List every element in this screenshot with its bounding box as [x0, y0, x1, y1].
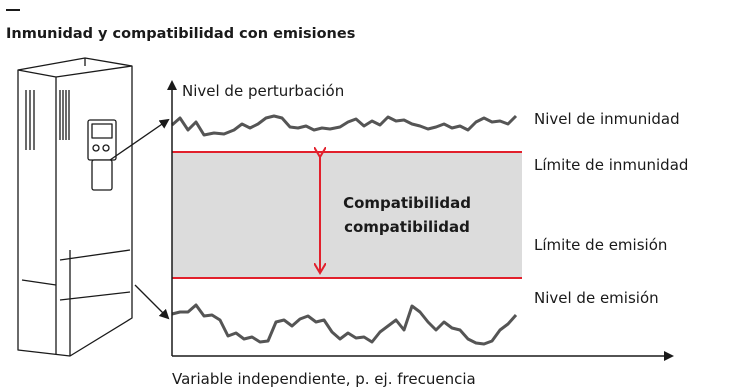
immunity-limit-label: Límite de inmunidad — [534, 156, 688, 174]
y-axis-label: Nivel de perturbación — [182, 82, 344, 100]
immunity-level-label: Nivel de inmunidad — [534, 110, 680, 128]
immunity-level-line — [171, 114, 518, 137]
band-label-line2: compatibilidad — [344, 218, 470, 236]
emission-level-line — [171, 303, 518, 346]
page-title: Inmunidad y compatibilidad con emisiones — [6, 26, 356, 42]
leader-line-emission — [134, 284, 170, 320]
header-accent-bar — [6, 9, 20, 11]
drive-cabinet-illustration — [17, 57, 133, 357]
band-label-line1: Compatibilidad — [343, 194, 471, 212]
emission-limit-label: Límite de emisión — [534, 236, 667, 254]
compatibility-band — [172, 152, 522, 278]
x-axis-label: Variable independiente, p. ej. frecuenci… — [172, 370, 476, 388]
leader-line-immunity — [109, 118, 170, 161]
emission-level-label: Nivel de emisión — [534, 289, 659, 307]
